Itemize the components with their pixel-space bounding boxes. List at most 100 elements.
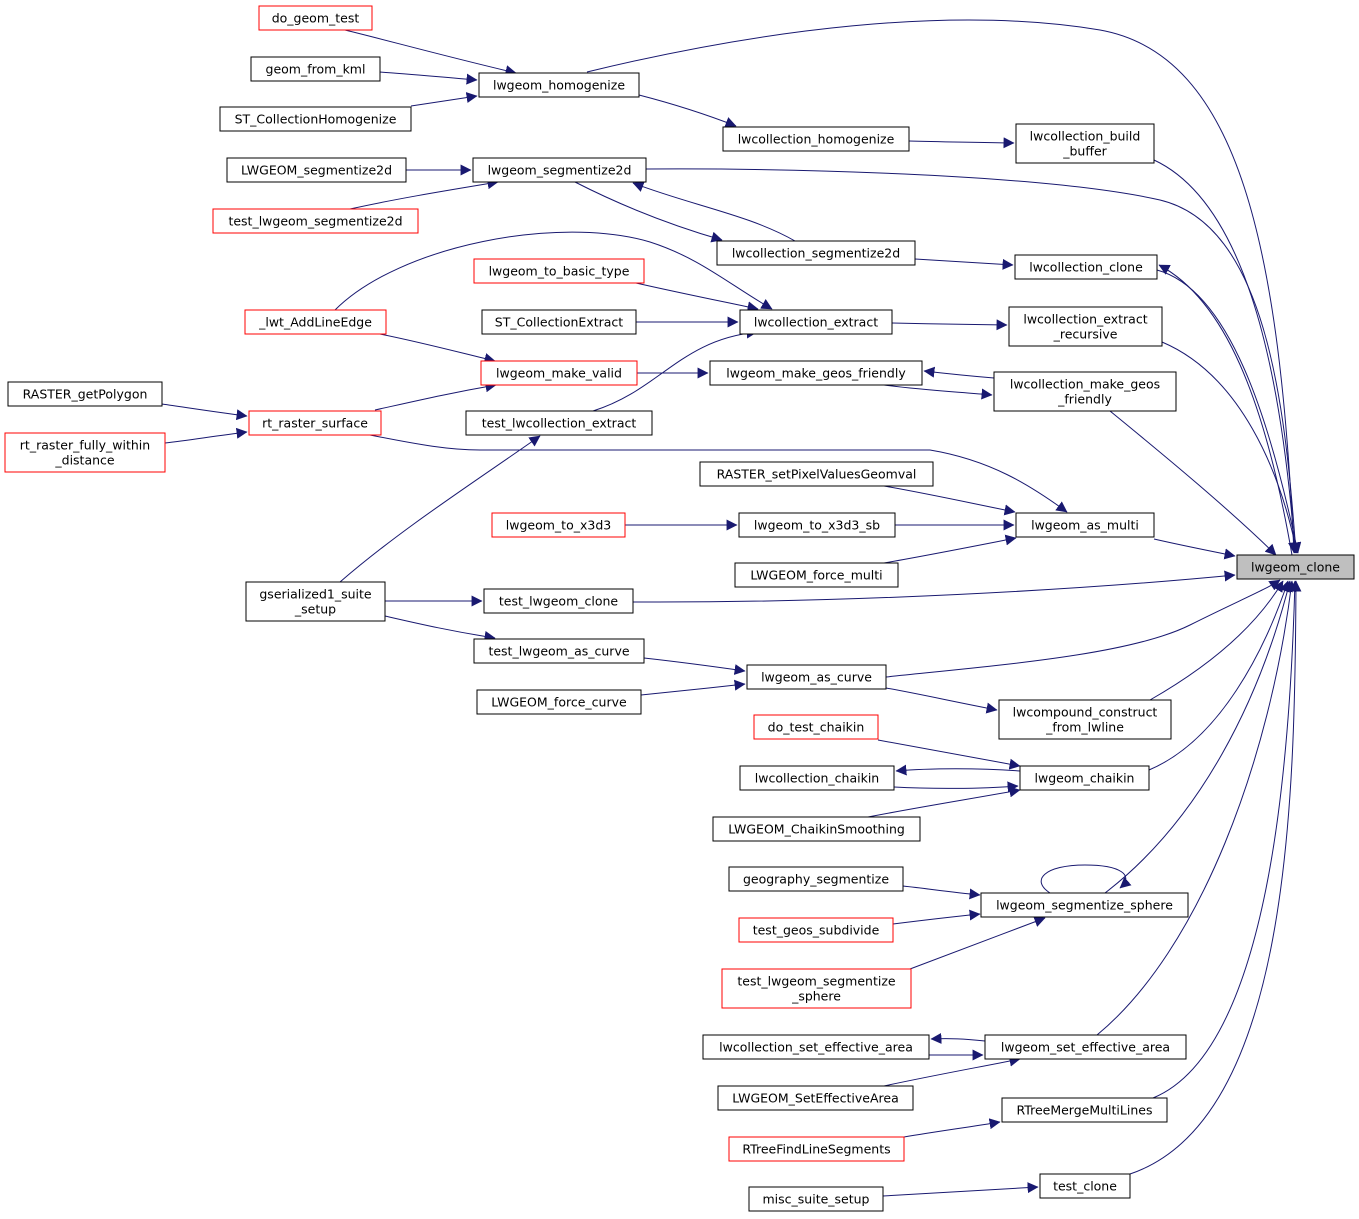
node-lwcollection_homogenize[interactable]: lwcollection_homogenize	[722, 126, 910, 152]
edge-lwgeom_homogenize-to-lwgeom_clone	[586, 19, 1300, 554]
edge-lwcollection_build_buffer-to-lwgeom_clone	[1153, 159, 1300, 554]
edge-lwgeom_segmentize2d-to-lwcollection_segmentize2d	[574, 181, 723, 243]
node-box	[1236, 554, 1355, 580]
node-lwcollection_extract[interactable]: lwcollection_extract	[739, 309, 893, 335]
node-RASTER_setPixelValuesGeomval[interactable]: RASTER_setPixelValuesGeomval	[699, 461, 934, 487]
node-box	[993, 371, 1177, 412]
node-box	[748, 1186, 884, 1212]
node-test_lwgeom_segmentize_sphere[interactable]: test_lwgeom_segmentize_sphere	[721, 968, 912, 1009]
node-RTreeMergeMultiLines[interactable]: RTreeMergeMultiLines	[1001, 1097, 1168, 1123]
node-lwgeom_set_effective_area[interactable]: lwgeom_set_effective_area	[984, 1034, 1187, 1060]
node-box	[212, 208, 419, 234]
node-lwgeom_segmentize2d[interactable]: lwgeom_segmentize2d	[472, 157, 647, 183]
node-box	[1015, 123, 1155, 164]
node-lwcollection_chaikin[interactable]: lwcollection_chaikin	[739, 765, 895, 791]
node-box	[717, 1085, 914, 1111]
node-lwcollection_make_geos_friendly[interactable]: lwcollection_make_geos_friendly	[993, 371, 1177, 412]
node-lwgeom_homogenize[interactable]: lwgeom_homogenize	[478, 72, 640, 98]
edge-lwcompound_construct_from_lwline-to-lwgeom_clone	[1149, 580, 1284, 701]
node-lwcollection_set_effective_area[interactable]: lwcollection_set_effective_area	[702, 1034, 930, 1060]
edge-lwcollection_homogenize-to-lwcollection_build_buffer	[908, 137, 1015, 149]
node-RASTER_getPolygon[interactable]: RASTER_getPolygon	[7, 381, 163, 407]
node-_lwt_AddLineEdge[interactable]: _lwt_AddLineEdge	[244, 309, 387, 335]
node-RTreeFindLineSegments[interactable]: RTreeFindLineSegments	[728, 1136, 905, 1162]
node-box	[716, 240, 916, 266]
node-misc_suite_setup[interactable]: misc_suite_setup	[748, 1186, 884, 1212]
node-label: test_clone	[1053, 1179, 1117, 1194]
node-test_lwgeom_clone[interactable]: test_lwgeom_clone	[483, 588, 634, 614]
node-lwcollection_segmentize2d[interactable]: lwcollection_segmentize2d	[716, 240, 916, 266]
node-label: test_lwgeom_segmentize2d	[228, 214, 402, 229]
node-label: do_geom_test	[272, 11, 360, 26]
node-lwgeom_chaikin[interactable]: lwgeom_chaikin	[1019, 765, 1150, 791]
node-LWGEOM_segmentize2d[interactable]: LWGEOM_segmentize2d	[226, 157, 407, 183]
edge-lwgeom_segmentize2d-to-lwgeom_clone	[645, 168, 1301, 554]
edge-gserialized1_suite_setup-to-test_lwgeom_as_curve	[384, 615, 496, 642]
node-label: RTreeMergeMultiLines	[1017, 1103, 1153, 1118]
node-lwcompound_construct_from_lwline[interactable]: lwcompound_construct_from_lwline	[998, 699, 1172, 740]
node-lwcollection_build_buffer[interactable]: lwcollection_build_buffer	[1015, 123, 1155, 164]
node-do_test_chaikin[interactable]: do_test_chaikin	[753, 714, 879, 740]
node-label: RASTER_setPixelValuesGeomval	[717, 467, 917, 482]
node-box	[702, 1034, 930, 1060]
node-box	[1019, 765, 1150, 791]
node-test_lwgeom_segmentize2d[interactable]: test_lwgeom_segmentize2d	[212, 208, 419, 234]
edge-lwgeom_set_effective_area-to-lwgeom_clone	[1096, 580, 1297, 1036]
node-box	[1015, 512, 1155, 538]
node-geom_from_kml[interactable]: geom_from_kml	[250, 56, 381, 82]
node-lwgeom_to_basic_type[interactable]: lwgeom_to_basic_type	[473, 258, 645, 284]
node-label: ST_CollectionExtract	[495, 315, 624, 330]
node-layer: do_geom_test geom_from_kmlST_CollectionHo…	[4, 5, 1355, 1212]
node-rt_raster_fully_within_distance[interactable]: rt_raster_fully_within_distance	[4, 432, 166, 473]
edge-test_lwgeom_segmentize_sphere-to-lwgeom_segmentize_sphere	[909, 916, 1046, 970]
node-label: misc_suite_setup	[763, 1192, 870, 1207]
node-lwgeom_make_valid[interactable]: lwgeom_make_valid	[480, 360, 638, 386]
node-ST_CollectionExtract[interactable]: ST_CollectionExtract	[481, 309, 637, 335]
node-label: RASTER_getPolygon	[23, 387, 148, 402]
node-label: lwgeom_clone	[1251, 560, 1340, 575]
node-label: _sphere	[791, 989, 841, 1004]
node-label: lwgeom_make_valid	[496, 366, 622, 381]
node-do_geom_test[interactable]: do_geom_test	[258, 5, 373, 31]
node-box	[739, 765, 895, 791]
node-gserialized1_suite_setup[interactable]: gserialized1_suite_setup	[245, 581, 386, 622]
node-test_geos_subdivide[interactable]: test_geos_subdivide	[738, 917, 894, 943]
node-lwcollection_extract_recursive[interactable]: lwcollection_extract_recursive	[1008, 306, 1163, 347]
edge-RASTER_getPolygon-to-rt_raster_surface	[161, 403, 248, 421]
node-lwgeom_to_x3d3[interactable]: lwgeom_to_x3d3	[491, 512, 626, 538]
node-label: ST_CollectionHomogenize	[235, 112, 397, 127]
node-box	[473, 638, 645, 664]
node-lwgeom_as_multi[interactable]: lwgeom_as_multi	[1015, 512, 1155, 538]
edge-test_clone-to-lwgeom_clone	[1129, 580, 1302, 1175]
node-lwgeom_as_curve[interactable]: lwgeom_as_curve	[746, 664, 887, 690]
node-lwgeom_segmentize_sphere[interactable]: lwgeom_segmentize_sphere	[980, 892, 1189, 918]
node-LWGEOM_force_multi[interactable]: LWGEOM_force_multi	[734, 562, 899, 588]
node-box	[699, 461, 934, 487]
node-LWGEOM_ChaikinSmoothing[interactable]: LWGEOM_ChaikinSmoothing	[712, 816, 921, 842]
node-test_lwgeom_as_curve[interactable]: test_lwgeom_as_curve	[473, 638, 645, 664]
edge-lwgeom_as_curve-to-lwgeom_clone	[885, 579, 1281, 678]
node-geography_segmentize[interactable]: geography_segmentize	[728, 866, 904, 892]
edge-lwgeom_as_curve-to-lwcompound_construct_from_lwline	[885, 687, 998, 714]
node-test_clone[interactable]: test_clone	[1039, 1173, 1131, 1199]
node-ST_CollectionHomogenize[interactable]: ST_CollectionHomogenize	[219, 106, 412, 132]
node-box	[739, 309, 893, 335]
edge-test_lwgeom_clone-to-lwgeom_clone	[632, 570, 1236, 603]
edge-lwgeom_homogenize-to-lwcollection_homogenize	[638, 94, 737, 128]
node-lwgeom_clone[interactable]: lwgeom_clone	[1236, 554, 1355, 580]
node-lwgeom_to_x3d3_sb[interactable]: lwgeom_to_x3d3_sb	[738, 512, 896, 538]
node-box	[478, 72, 640, 98]
node-box	[480, 360, 638, 386]
node-LWGEOM_SetEffectiveArea[interactable]: LWGEOM_SetEffectiveArea	[717, 1085, 914, 1111]
node-LWGEOM_force_curve[interactable]: LWGEOM_force_curve	[476, 689, 642, 715]
edge-LWGEOM_ChaikinSmoothing-to-lwgeom_chaikin	[867, 786, 1021, 818]
node-label: LWGEOM_force_multi	[750, 568, 882, 583]
node-box	[481, 309, 637, 335]
node-lwcollection_clone[interactable]: lwcollection_clone	[1014, 254, 1158, 280]
node-box	[728, 866, 904, 892]
edge-do_test_chaikin-to-lwgeom_chaikin	[877, 739, 1021, 770]
node-test_lwcollection_extract[interactable]: test_lwcollection_extract	[465, 410, 653, 436]
node-lwgeom_make_geos_friendly[interactable]: lwgeom_make_geos_friendly	[709, 360, 923, 386]
node-rt_raster_surface[interactable]: rt_raster_surface	[248, 410, 382, 436]
